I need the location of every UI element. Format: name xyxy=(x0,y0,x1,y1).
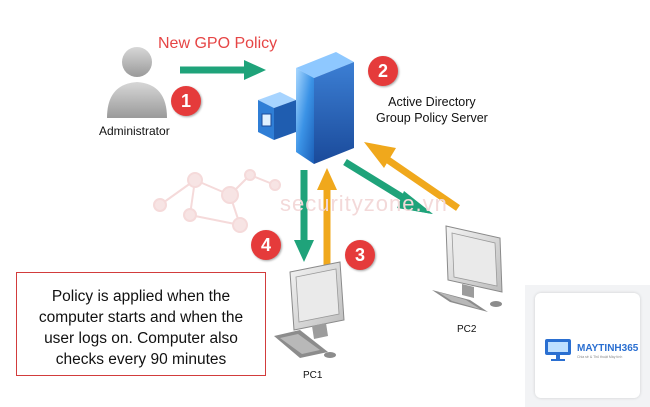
pc2-icon xyxy=(432,225,503,312)
server-label-line1: Active Directory xyxy=(388,95,476,109)
policy-note-box: Policy is applied when the computer star… xyxy=(16,272,266,376)
arrow-server-to-pc2 xyxy=(343,159,433,214)
logo-inner: MAYTINH365 Chia sẻ & Thủ thuật Máy tính xyxy=(535,293,640,398)
server-icon xyxy=(258,52,354,164)
arrow-server-to-pc1 xyxy=(294,170,314,262)
policy-note-line1: Policy is applied when the xyxy=(51,288,231,305)
step-badge-1: 1 xyxy=(171,86,201,116)
monitor-logo-icon xyxy=(545,339,571,361)
administrator-icon xyxy=(107,47,167,118)
gpo-policy-title: New GPO Policy xyxy=(158,35,278,52)
step-badge-3: 3 xyxy=(345,240,375,270)
pc1-label: PC1 xyxy=(303,370,323,381)
logo-tagline: Chia sẻ & Thủ thuật Máy tính xyxy=(577,355,623,359)
step-badge-4: 4 xyxy=(251,230,281,260)
pc1-icon xyxy=(274,261,345,358)
network-watermark-graphic xyxy=(153,169,281,233)
pc2-label: PC2 xyxy=(457,324,477,335)
server-label-line2: Group Policy Server xyxy=(376,111,488,125)
arrow-pc2-to-server xyxy=(364,142,460,211)
policy-note-line2: computer starts and when the xyxy=(38,309,244,326)
watermark-text: securityzone.vn xyxy=(280,191,448,216)
arrow-pc1-to-server xyxy=(317,168,337,268)
administrator-label: Administrator xyxy=(99,124,170,138)
logo-card: MAYTINH365 Chia sẻ & Thủ thuật Máy tính xyxy=(525,285,650,407)
policy-note-line3: user logs on. Computer also xyxy=(44,330,238,347)
server-label: Active Directory Group Policy Server xyxy=(376,94,488,126)
step-badge-2: 2 xyxy=(368,56,398,86)
logo-name: MAYTINH365 xyxy=(577,343,639,354)
arrow-admin-to-server xyxy=(180,60,266,80)
policy-note-line4: checks every 90 minutes xyxy=(55,351,227,368)
